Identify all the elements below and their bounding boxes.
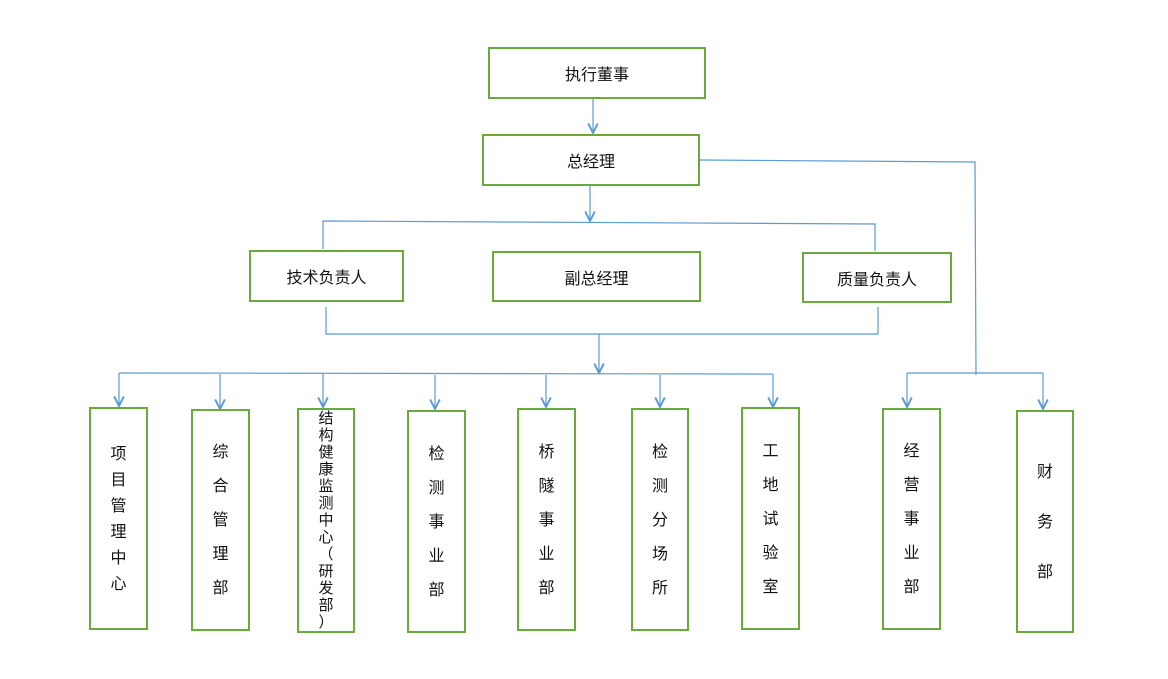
node-executive-director: 执行董事 [488, 47, 706, 99]
dept-label: 检测分场所 [652, 441, 669, 597]
dept-label: 项目管理中心 [110, 443, 127, 593]
dept-inspection-branch-site: 检测分场所 [631, 408, 689, 631]
dept-site-laboratory: 工地试验室 [741, 407, 800, 630]
node-quality-lead: 质量负责人 [802, 252, 952, 303]
dept-inspection-division: 检测事业部 [407, 410, 466, 633]
node-technical-lead: 技术负责人 [249, 250, 404, 302]
node-label: 副总经理 [564, 268, 629, 288]
dept-general-administration: 综合管理部 [191, 409, 250, 631]
dept-structural-health-monitoring-center: 结构健康监测中心（研发部） [297, 408, 355, 633]
connector-deputies-join [325, 307, 879, 335]
dept-bridge-tunnel-division: 桥隧事业部 [517, 408, 576, 631]
dept-label: 经营事业部 [903, 441, 920, 596]
connector-gm-right [699, 159, 977, 376]
dept-business-division: 经营事业部 [882, 408, 941, 630]
dept-label: 综合管理部 [212, 442, 229, 597]
node-label: 技术负责人 [286, 268, 367, 287]
dept-label: 桥隧事业部 [538, 441, 555, 597]
node-general-manager: 总经理 [482, 134, 700, 186]
connector-departments-bus [118, 372, 774, 375]
node-label: 质量负责人 [836, 269, 917, 289]
connector-deputies-bus [322, 220, 876, 251]
node-label: 执行董事 [564, 65, 629, 84]
dept-project-management-center: 项目管理中心 [89, 407, 148, 630]
node-label: 总经理 [566, 152, 615, 171]
dept-finance: 财务部 [1016, 410, 1074, 633]
node-deputy-general-manager: 副总经理 [492, 251, 701, 302]
dept-label: 财务部 [1037, 461, 1054, 581]
dept-label: 结构健康监测中心（研发部） [318, 409, 334, 631]
dept-label: 工地试验室 [762, 440, 779, 596]
dept-label: 检测事业部 [428, 443, 445, 599]
